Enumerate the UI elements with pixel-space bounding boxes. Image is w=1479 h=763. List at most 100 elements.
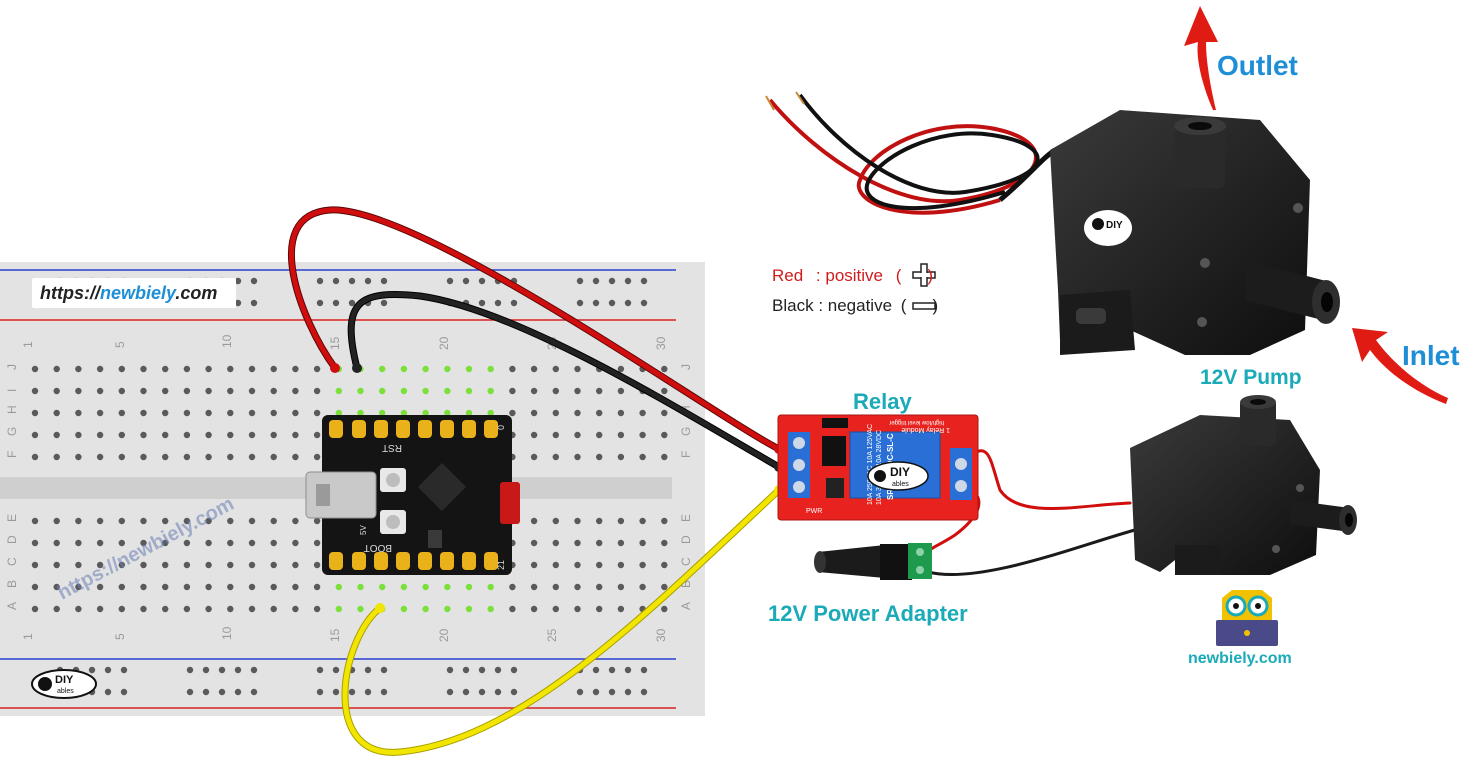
breadboard-hole bbox=[530, 517, 538, 525]
breadboard-hole bbox=[162, 409, 169, 417]
row-letter-a-left: A bbox=[5, 602, 19, 610]
breadboard-hole bbox=[364, 688, 372, 696]
breadboard-hole bbox=[292, 365, 299, 373]
breadboard-hole bbox=[617, 539, 625, 547]
breadboard-hole bbox=[509, 605, 516, 613]
breadboard-hole bbox=[227, 431, 234, 439]
inlet-label: Inlet bbox=[1402, 340, 1460, 371]
breadboard-hole bbox=[596, 583, 603, 591]
breadboard-hole bbox=[96, 387, 104, 395]
relay-label: Relay bbox=[853, 389, 912, 414]
breadboard-hole bbox=[639, 453, 646, 461]
breadboard-hole bbox=[183, 561, 191, 569]
breadboard-hole bbox=[332, 277, 340, 285]
breadboard-hole bbox=[530, 365, 538, 373]
breadboard-hole bbox=[96, 517, 104, 525]
legend-red-desc: : positive bbox=[815, 266, 884, 285]
breadboard-hole bbox=[140, 431, 147, 439]
breadboard-hole bbox=[357, 387, 364, 395]
breadboard-hole bbox=[379, 387, 386, 395]
breadboard-hole bbox=[574, 583, 581, 591]
breadboard-hole bbox=[661, 539, 668, 547]
col-num-20-top: 20 bbox=[437, 336, 451, 350]
breadboard-hole bbox=[510, 688, 518, 696]
newbiely-owl-logo bbox=[1216, 590, 1278, 646]
breadboard-hole bbox=[661, 561, 668, 569]
breadboard-hole bbox=[494, 299, 502, 307]
breadboard-hole bbox=[348, 299, 356, 307]
breadboard-hole bbox=[592, 666, 600, 674]
breadboard-hole bbox=[183, 583, 191, 591]
breadboard-hole bbox=[96, 583, 104, 591]
breadboard-hole bbox=[487, 583, 494, 591]
breadboard-hole bbox=[380, 688, 388, 696]
breadboard-hole bbox=[400, 409, 408, 417]
breadboard-hole bbox=[422, 409, 429, 417]
breadboard-hole bbox=[75, 431, 82, 439]
breadboard-hole bbox=[624, 299, 632, 307]
breadboard-hole bbox=[292, 517, 299, 525]
antenna bbox=[500, 482, 520, 524]
relay-brand-logo bbox=[867, 461, 929, 491]
breadboard-hole bbox=[510, 299, 518, 307]
breadboard-hole bbox=[234, 666, 242, 674]
breadboard-hole bbox=[248, 365, 256, 373]
legend-black: Black : negative () bbox=[772, 296, 938, 316]
breadboard-hole bbox=[250, 277, 258, 285]
breadboard-hole bbox=[218, 688, 226, 696]
breadboard-hole bbox=[335, 409, 342, 417]
breadboard-hole bbox=[140, 517, 147, 525]
breadboard-hole bbox=[186, 688, 194, 696]
relay-output-terminal bbox=[950, 448, 972, 500]
breadboard-hole bbox=[118, 539, 126, 547]
col-num-1-bottom: 1 bbox=[21, 633, 35, 640]
breadboard-hole bbox=[120, 666, 128, 674]
breadboard-hole bbox=[120, 688, 128, 696]
breadboard-hole bbox=[140, 583, 147, 591]
breadboard-hole bbox=[596, 561, 603, 569]
row-letter-a-right: A bbox=[679, 602, 693, 610]
wire-red-vcc bbox=[289, 207, 782, 452]
breadboard-hole bbox=[118, 605, 126, 613]
breadboard-hole bbox=[422, 583, 429, 591]
breadboard-hole bbox=[292, 583, 299, 591]
breadboard-hole bbox=[248, 583, 256, 591]
breadboard-hole bbox=[53, 539, 60, 547]
breadboard-hole bbox=[640, 666, 648, 674]
breadboard-hole bbox=[270, 517, 277, 525]
breadboard-hole bbox=[552, 431, 559, 439]
rst-label: RST bbox=[382, 442, 402, 453]
breadboard-hole bbox=[96, 605, 104, 613]
url-suffix: .com bbox=[175, 283, 218, 303]
breadboard-hole bbox=[530, 583, 538, 591]
breadboard-hole bbox=[335, 605, 342, 613]
breadboard-hole bbox=[624, 277, 632, 285]
breadboard-hole bbox=[53, 387, 60, 395]
breadboard-hole bbox=[75, 409, 82, 417]
breadboard-hole bbox=[313, 365, 321, 373]
breadboard-hole bbox=[335, 583, 342, 591]
row-letter-e-right: E bbox=[679, 514, 693, 522]
breadboard-hole bbox=[552, 453, 559, 461]
breadboard-hole bbox=[478, 688, 486, 696]
breadboard-hole bbox=[380, 277, 388, 285]
breadboard-hole bbox=[75, 387, 82, 395]
wire-relay-pump-red bbox=[966, 449, 1132, 510]
breadboard-hole bbox=[75, 583, 82, 591]
row-letter-g-right: G bbox=[679, 427, 693, 436]
breadboard-hole bbox=[140, 409, 147, 417]
breadboard-hole bbox=[552, 583, 559, 591]
breadboard-hole bbox=[462, 277, 470, 285]
breadboard-hole bbox=[205, 387, 212, 395]
breadboard-hole bbox=[530, 605, 538, 613]
breadboard-hole bbox=[494, 688, 502, 696]
url-highlight: newbiely bbox=[100, 283, 176, 303]
breadboard-hole bbox=[313, 431, 321, 439]
breadboard-hole bbox=[292, 431, 299, 439]
breadboard-hole bbox=[596, 539, 603, 547]
breadboard-hole bbox=[465, 387, 473, 395]
breadboard-hole bbox=[661, 409, 668, 417]
breadboard-hole bbox=[661, 605, 668, 613]
breadboard-hole bbox=[227, 453, 234, 461]
